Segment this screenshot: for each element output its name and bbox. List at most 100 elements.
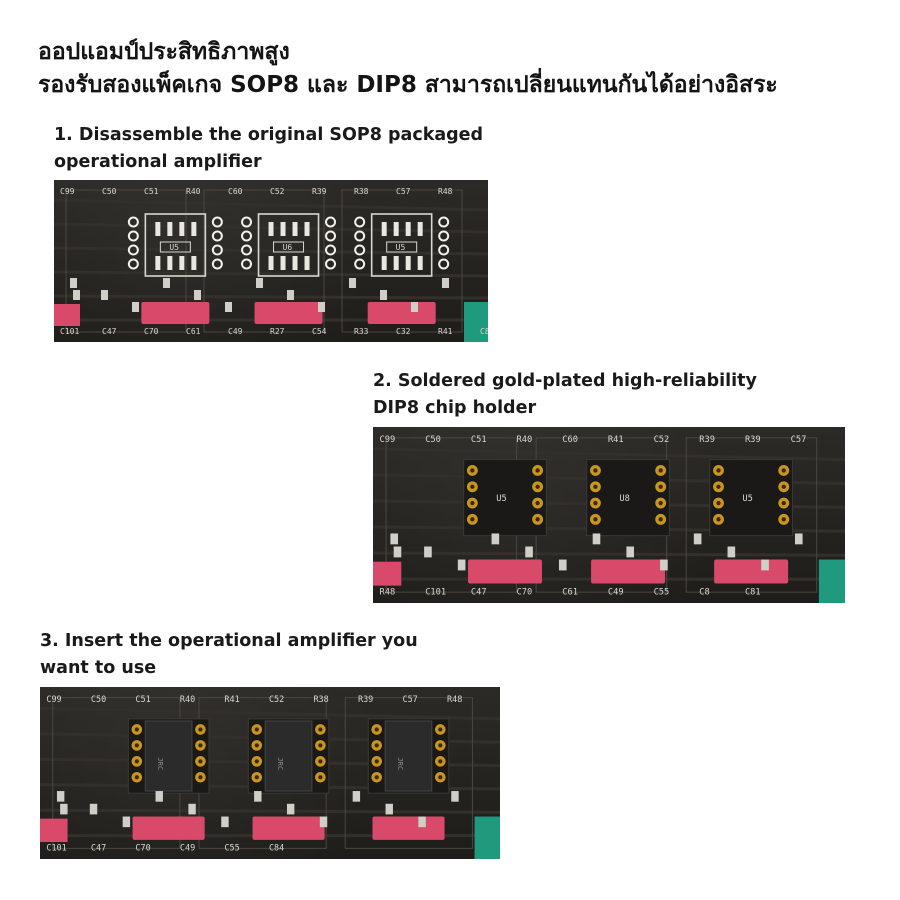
- smd-component: [132, 302, 139, 312]
- smd-component: [626, 546, 635, 558]
- gold-socket-hole: [781, 517, 786, 522]
- through-hole-pad: [325, 244, 337, 256]
- pcb-block-outline: [341, 189, 463, 333]
- silkscreen-label: C52: [269, 694, 284, 704]
- pcb-block-outline: [203, 189, 325, 333]
- smd-component: [727, 546, 736, 558]
- gold-socket-hole: [658, 500, 663, 506]
- silkscreen-label: C57: [791, 435, 807, 445]
- chip-outline: [144, 213, 207, 277]
- sop-pad: [191, 256, 197, 270]
- sop-pad: [268, 222, 274, 236]
- step-2-title-line-2: DIP8 chip holder: [373, 398, 537, 418]
- gold-socket-hole: [198, 759, 203, 764]
- sop-pad: [167, 222, 173, 236]
- through-hole-pad: [438, 216, 450, 228]
- smd-component: [411, 302, 418, 312]
- chip-marking: JRC: [276, 757, 285, 770]
- film-capacitor: [252, 816, 325, 840]
- green-terminal: [464, 302, 488, 342]
- smd-component: [155, 791, 163, 802]
- smd-component: [188, 803, 196, 815]
- step-3-title-line-2: want to use: [40, 658, 157, 678]
- gold-socket-hole: [374, 775, 379, 780]
- sop-pad: [280, 222, 286, 236]
- sop-pad: [405, 256, 411, 270]
- smd-component: [319, 816, 328, 828]
- through-hole-pad: [354, 216, 366, 228]
- sop-pad: [393, 256, 399, 270]
- sop-pad: [268, 256, 274, 270]
- silkscreen-label: R33: [354, 327, 369, 336]
- smd-component: [393, 546, 402, 558]
- sop-pad: [381, 256, 387, 270]
- sop-pad: [417, 256, 423, 270]
- gold-socket-hole: [470, 484, 475, 489]
- silkscreen-label: R41: [224, 694, 239, 704]
- silkscreen-label: C70: [144, 327, 159, 336]
- sop-pad: [280, 256, 286, 270]
- smd-component: [525, 546, 533, 558]
- smd-component: [693, 533, 702, 545]
- silkscreen-label: C49: [228, 327, 243, 336]
- silkscreen-label: C50: [91, 694, 106, 704]
- green-terminal: [818, 559, 845, 603]
- gold-socket-hole: [134, 775, 139, 780]
- chip-marking: JRC: [396, 757, 405, 770]
- through-hole-pad: [241, 230, 253, 242]
- step-3-title: 3. Insert the operational amplifier you …: [40, 628, 418, 682]
- gold-socket-hole: [318, 743, 323, 748]
- sop-pad: [167, 256, 173, 270]
- silkscreen-label: C51: [135, 694, 150, 704]
- through-hole-pad: [241, 244, 253, 256]
- smd-component: [287, 290, 294, 300]
- through-hole-pad: [127, 216, 139, 228]
- gold-socket-hole: [254, 743, 259, 748]
- silkscreen-label: C61: [186, 327, 201, 336]
- sop-pad: [191, 222, 197, 236]
- through-hole-pad: [241, 258, 253, 270]
- gold-socket-hole: [374, 759, 379, 764]
- silkscreen-label: C52: [654, 435, 670, 445]
- smd-component: [457, 559, 466, 571]
- smd-component: [60, 803, 68, 815]
- gold-socket-hole: [535, 517, 540, 522]
- through-hole-pad: [127, 244, 139, 256]
- smd-component: [451, 791, 459, 802]
- silkscreen-label: R38: [354, 187, 369, 196]
- silkscreen-label: R39: [358, 694, 373, 704]
- sop-pad: [393, 222, 399, 236]
- gold-socket-hole: [438, 743, 443, 748]
- film-capacitor: [367, 302, 436, 324]
- dip-opamp-chip: [384, 720, 433, 792]
- film-capacitor: [254, 302, 323, 324]
- smd-component: [163, 278, 170, 288]
- silkscreen-label: C50: [425, 435, 441, 445]
- silkscreen-label: C99: [60, 187, 75, 196]
- silkscreen-label: C49: [608, 587, 624, 597]
- silkscreen-label: R39: [312, 187, 327, 196]
- silkscreen-label: C51: [471, 435, 487, 445]
- smd-component: [89, 803, 98, 815]
- gold-socket-hole: [254, 727, 259, 732]
- gold-socket-hole: [535, 484, 540, 489]
- through-hole-pad: [241, 216, 253, 228]
- gold-socket-hole: [593, 468, 598, 473]
- silkscreen-label: C54: [312, 327, 327, 336]
- sop-pad: [155, 256, 161, 270]
- silkscreen-label: C99: [380, 435, 396, 445]
- smd-component: [380, 290, 387, 300]
- through-hole-pad: [354, 244, 366, 256]
- silkscreen-label: C70: [517, 587, 533, 597]
- silkscreen-label: C49: [180, 843, 195, 853]
- headline-line-2: รองรับสองแพ็คเกจ SOP8 และ DIP8 สามารถเปล…: [38, 72, 778, 98]
- smd-component: [418, 816, 426, 828]
- through-hole-pad: [211, 216, 223, 228]
- chip-label: U5: [742, 494, 752, 504]
- smd-component: [56, 791, 65, 802]
- chip-label: U6: [283, 243, 293, 252]
- gold-socket-hole: [781, 484, 786, 489]
- silkscreen-label: C47: [102, 327, 117, 336]
- film-capacitor: [372, 816, 445, 840]
